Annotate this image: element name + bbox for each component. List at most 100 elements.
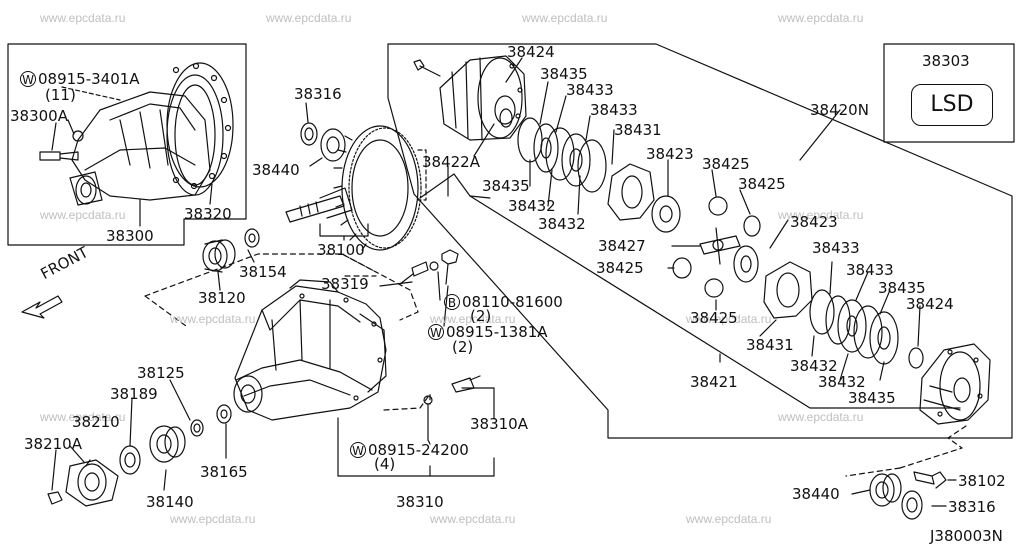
part-label-38140[interactable]: 38140 [146,493,194,511]
qty-2-b: (2) [470,307,492,325]
watermark: www.epcdata.ru [430,312,516,326]
watermark: www.epcdata.ru [170,312,256,326]
gear-carrier-38310 [233,279,387,421]
part-label-38427[interactable]: 38427 [598,237,646,255]
part-label-38424[interactable]: 38424 [507,43,555,61]
lsd-bolt [413,59,441,77]
part-label-38316[interactable]: 38316 [948,498,996,516]
drive-pinion [285,187,353,223]
pinion-bearing-38440 [320,128,346,162]
bolt-38102 [913,471,947,489]
part-label-38300[interactable]: 38300 [106,227,154,245]
watermark: www.epcdata.ru [40,410,126,424]
watermark: www.epcdata.ru [170,512,256,526]
part-label-38120[interactable]: 38120 [198,289,246,307]
qty-2-w: (2) [452,338,474,356]
part-label-38316[interactable]: 38316 [294,85,342,103]
part-label-38165[interactable]: 38165 [200,463,248,481]
washer-symbol: W [20,71,36,87]
bearing-38140 [149,425,186,463]
watermark: www.epcdata.ru [40,11,126,25]
watermark: www.epcdata.ru [778,410,864,424]
part-label-38433[interactable]: 38433 [590,101,638,119]
inset-carrier-housing [69,62,234,206]
part-label-38440[interactable]: 38440 [252,161,300,179]
bolt-symbol: B [444,294,460,310]
part-label-38210A[interactable]: 38210A [24,435,82,453]
part-label-38432[interactable]: 38432 [538,215,586,233]
side-bearing-38440 [869,473,902,507]
lsd-badge: LSD [911,84,993,126]
lsd-box-frame [883,43,1015,143]
part-label-38102[interactable]: 38102 [958,472,1006,490]
pressure-ring-38431-upper [607,163,655,221]
part-label-38431[interactable]: 38431 [746,336,794,354]
pinion-gears-lower [672,257,724,298]
part-label-38424[interactable]: 38424 [906,295,954,313]
oil-seal-38316 [300,122,318,146]
lsd-group-frame [387,43,1013,439]
diff-case-38422A [439,55,527,141]
clutch-plates-upper [517,117,607,193]
part-label-38432[interactable]: 38432 [508,197,556,215]
spacer-38154 [244,228,260,248]
part-label-38310[interactable]: 38310 [396,493,444,511]
part-label-38425[interactable]: 38425 [738,175,786,193]
part-label-38435[interactable]: 38435 [848,389,896,407]
part-label-38433[interactable]: 38433 [846,261,894,279]
part-label-38210[interactable]: 38210 [72,413,120,431]
nut-38210A [47,491,63,505]
part-label-38422A[interactable]: 38422A [422,153,480,171]
bolt-38310A [451,375,481,393]
part-label-38432[interactable]: 38432 [790,357,838,375]
side-gear-38423-upper [651,195,681,233]
part-label-38423[interactable]: 38423 [646,145,694,163]
part-label-38435[interactable]: 38435 [878,279,926,297]
front-arrow [21,295,63,319]
side-gear-38423-lower [733,245,759,283]
part-label-38433[interactable]: 38433 [566,81,614,99]
part-label-38189[interactable]: 38189 [110,385,158,403]
washer-symbol: W [428,324,444,340]
part-label-38425[interactable]: 38425 [596,259,644,277]
part-label-38310A[interactable]: 38310A [470,415,528,433]
ring-gear [333,125,422,251]
stud-bolt-08110 [441,249,459,285]
part-label-38432[interactable]: 38432 [818,373,866,391]
part-label-38320[interactable]: 38320 [184,205,232,223]
part-label-38300A[interactable]: 38300A [10,107,68,125]
spacer-38125 [190,419,204,437]
part-label-38435[interactable]: 38435 [482,177,530,195]
part-label-38440[interactable]: 38440 [792,485,840,503]
part-label-38154[interactable]: 38154 [239,263,287,281]
bearing-38120 [202,239,236,273]
part-label-38420N[interactable]: 38420N [810,101,869,119]
part-label-38421[interactable]: 38421 [690,373,738,391]
part-label-38431[interactable]: 38431 [614,121,662,139]
side-seal-38316 [901,490,923,520]
part-label-38423[interactable]: 38423 [790,213,838,231]
part-label-38100[interactable]: 38100 [317,241,365,259]
pinion-gear-upper [708,196,761,237]
qty-4: (4) [374,455,396,473]
part-label-38425[interactable]: 38425 [702,155,750,173]
part-label-38435[interactable]: 38435 [540,65,588,83]
part-label-38303[interactable]: 38303 [922,52,970,70]
part-label-38125[interactable]: 38125 [137,364,185,382]
part-label-38319[interactable]: 38319 [321,275,369,293]
part-label-38425[interactable]: 38425 [690,309,738,327]
pressure-ring-38431-lower [763,261,813,319]
companion-flange-38210 [65,459,119,507]
washer-38165 [216,404,232,424]
watermark: www.epcdata.ru [430,512,516,526]
washer-symbol: W [350,442,366,458]
part-label-38433[interactable]: 38433 [812,239,860,257]
watermark: www.epcdata.ru [778,11,864,25]
pinion-shaft-38427 [699,227,741,265]
inset-frame [7,43,247,246]
